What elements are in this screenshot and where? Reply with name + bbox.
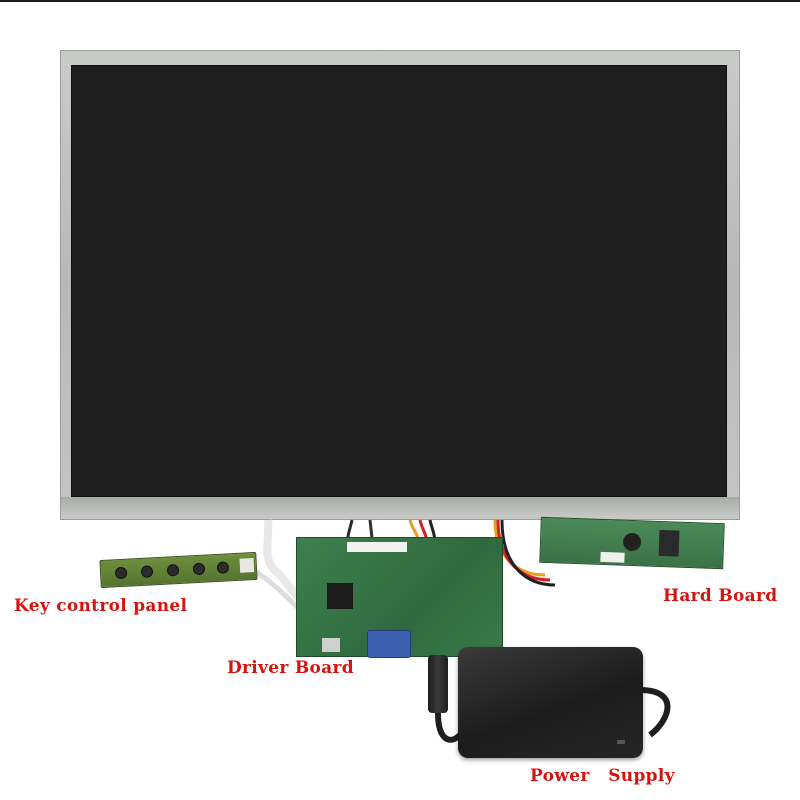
- inverter-connector: [600, 551, 625, 563]
- key-button: [192, 562, 206, 576]
- label-hard-board: Hard Board: [663, 586, 778, 606]
- controller-chip: [327, 583, 353, 609]
- lvds-header: [347, 542, 407, 552]
- vga-port: [367, 630, 411, 658]
- label-power-supply: Power Supply: [530, 766, 675, 786]
- transformer: [658, 529, 680, 557]
- key-button: [114, 566, 128, 580]
- inductor-coil: [622, 532, 642, 552]
- key-button: [216, 561, 230, 574]
- key-button: [140, 565, 154, 578]
- power-adapter-image: [458, 647, 643, 758]
- label-driver-board: Driver Board: [227, 658, 354, 678]
- driver-board-image: [296, 537, 503, 658]
- label-key-control-panel: Key control panel: [14, 596, 188, 616]
- dc-plug: [428, 655, 448, 713]
- key-panel-connector: [239, 558, 255, 573]
- top-border-line: [0, 0, 800, 2]
- lcd-screen: [71, 65, 727, 497]
- adapter-led: [617, 740, 625, 744]
- panel-bottom-bezel: [61, 497, 739, 519]
- hdmi-port: [322, 638, 340, 652]
- lcd-panel: [60, 50, 740, 520]
- key-button: [166, 563, 180, 577]
- inverter-board-image: [539, 516, 725, 570]
- key-control-board-image: [99, 551, 258, 589]
